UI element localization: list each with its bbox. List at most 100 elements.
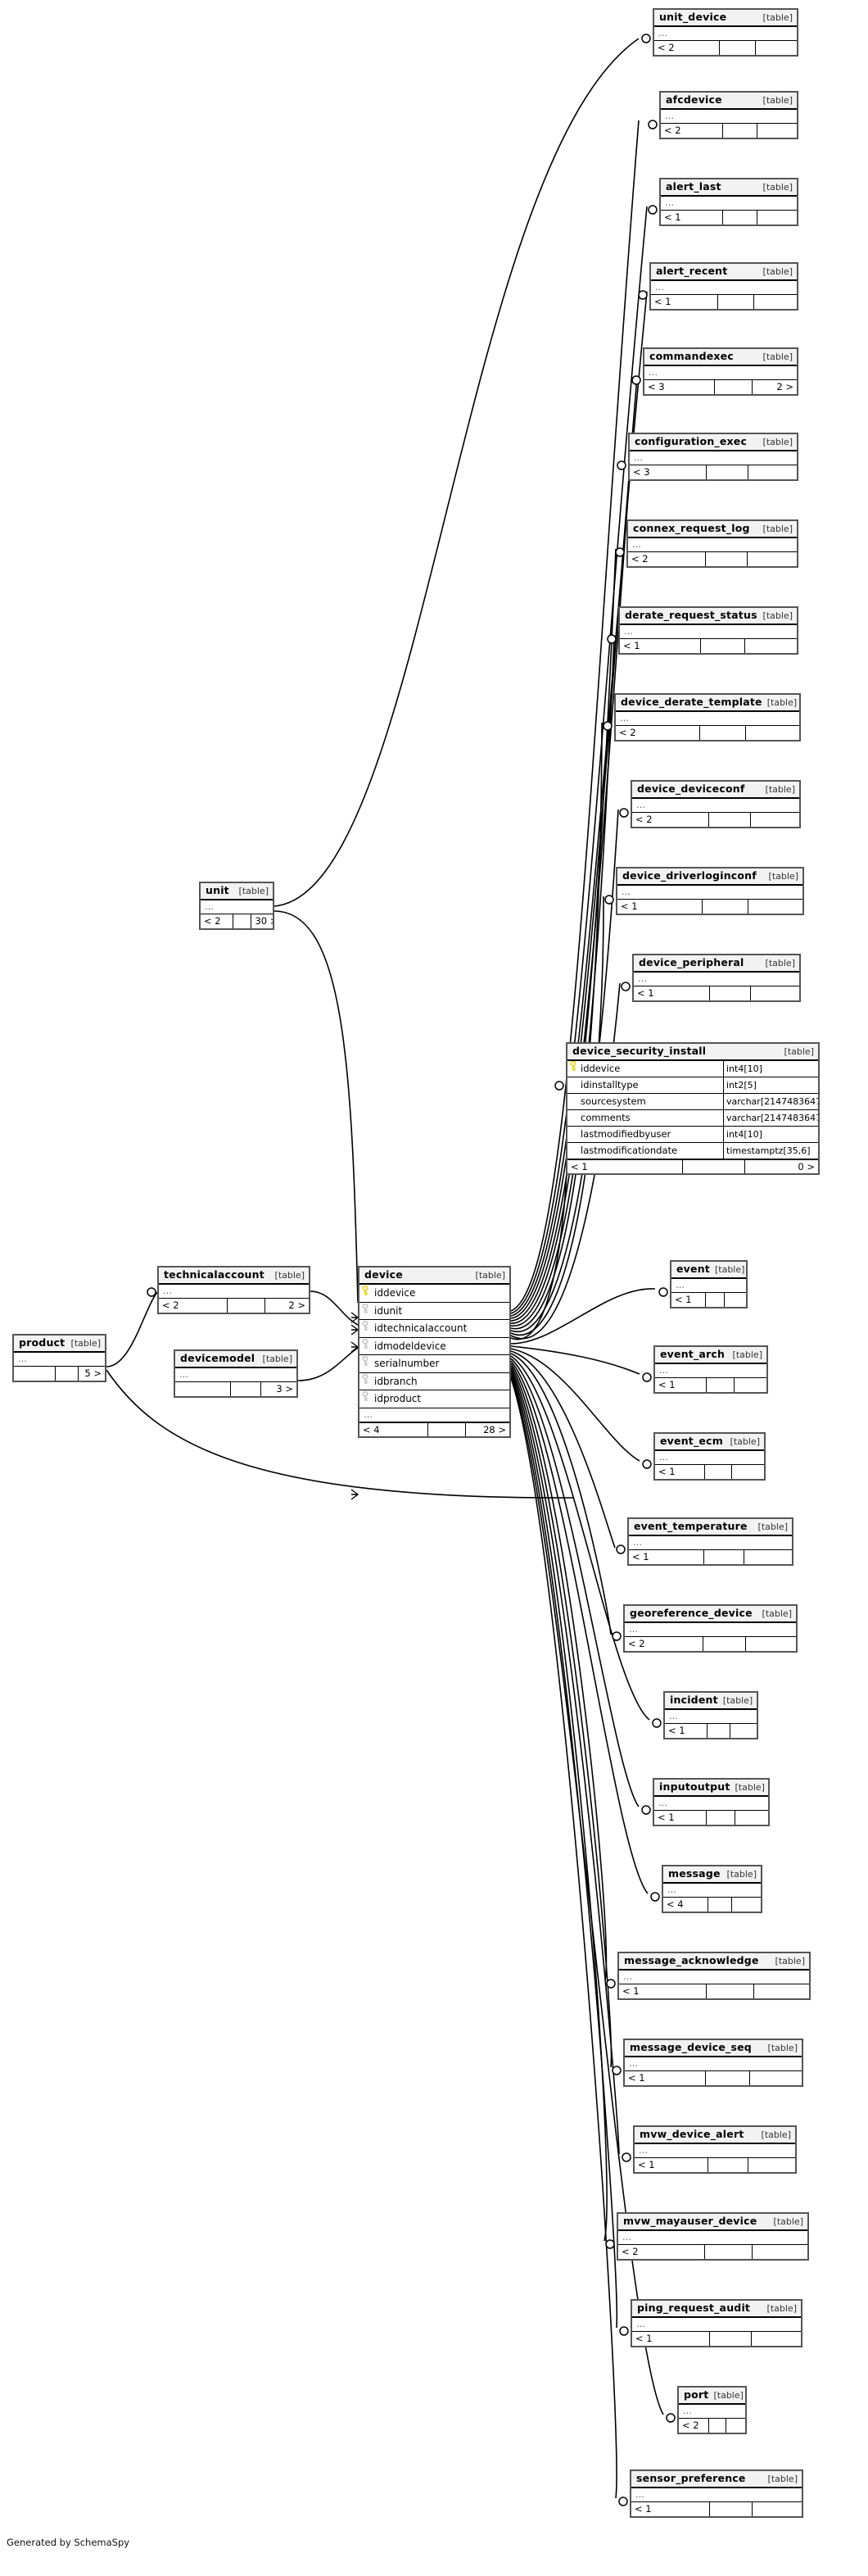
table-name: mvw_mayauser_device: [623, 2215, 757, 2227]
footer-children-count: [751, 986, 799, 1000]
foreign-key-icon: [362, 1320, 368, 1331]
table-header: device_driverloginconf[table]: [617, 868, 802, 886]
column-type: int4[10]: [723, 1127, 818, 1142]
table-type-tag: [table]: [238, 886, 269, 896]
footer-middle: [715, 380, 753, 394]
footer-parents-count: [14, 1367, 57, 1381]
table-node-port[interactable]: port[table]…< 2: [677, 2386, 747, 2434]
foreign-key-icon: [362, 1338, 368, 1349]
table-header: afcdevice[table]: [661, 93, 797, 110]
table-node-mvw_mayauser_device[interactable]: mvw_mayauser_device[table]…< 2: [617, 2212, 809, 2261]
table-node-devicemodel[interactable]: devicemodel[table]…3 >: [174, 1349, 298, 1398]
table-node-event_arch[interactable]: event_arch[table]…< 1: [653, 1345, 768, 1394]
footer-middle: [710, 2332, 753, 2346]
footer-children-count: 28 >: [483, 1423, 506, 1435]
table-node-product[interactable]: product[table]…5 >: [12, 1334, 106, 1382]
table-node-event[interactable]: event[table]…< 1: [670, 1260, 748, 1308]
column-key-cell: [359, 1338, 371, 1355]
table-node-connex_request_log[interactable]: connex_request_log[table]…< 2: [626, 519, 798, 568]
table-header: alert_recent[table]: [651, 264, 797, 281]
table-type-tag: [table]: [762, 182, 793, 193]
table-name: mvw_device_alert: [640, 2128, 744, 2140]
table-node-message_device_seq[interactable]: message_device_seq[table]…< 1: [623, 2039, 803, 2087]
table-node-alert_recent[interactable]: alert_recent[table]…< 1: [649, 262, 798, 311]
table-footer: < 2: [661, 124, 797, 138]
table-node-event_ecm[interactable]: event_ecm[table]…< 1: [653, 1432, 766, 1481]
footer-parents-count: < 1: [651, 295, 718, 309]
columns-collapsed-ellipsis: …: [654, 1797, 768, 1811]
table-node-georeference_device[interactable]: georeference_device[table]…< 2: [623, 1604, 798, 1653]
table-name: event_ecm: [660, 1435, 723, 1447]
table-node-mvw_device_alert[interactable]: mvw_device_alert[table]…< 1: [633, 2125, 797, 2174]
footer-middle: [56, 1367, 79, 1381]
table-name: event_arch: [660, 1348, 726, 1360]
table-footer: < 230 >: [201, 914, 273, 928]
column-row: idbranch: [359, 1373, 509, 1390]
table-footer: < 3: [630, 465, 797, 479]
footer-middle: [707, 1378, 735, 1392]
table-header: inputoutput[table]: [654, 1780, 768, 1797]
footer-parents-count: < 1: [631, 2502, 710, 2516]
columns-collapsed-ellipsis: …: [620, 625, 797, 639]
column-name: idmodeldevice: [374, 1340, 446, 1352]
footer-parents-count: < 1: [655, 1378, 707, 1392]
table-node-unit_device[interactable]: unit_device[table]…< 2: [653, 8, 798, 57]
footer-children-count: [735, 1811, 768, 1825]
table-node-derate_request_status[interactable]: derate_request_status[table]…< 1: [618, 606, 798, 655]
table-type-tag: [table]: [761, 2129, 791, 2140]
table-node-afcdevice[interactable]: afcdevice[table]…< 2: [659, 91, 798, 139]
table-header: port[table]: [679, 2388, 745, 2405]
table-node-configuration_exec[interactable]: configuration_exec[table]…< 3: [628, 433, 798, 481]
table-type-tag: [table]: [762, 524, 793, 534]
table-node-device_driverloginconf[interactable]: device_driverloginconf[table]…< 1: [616, 867, 804, 915]
table-node-ping_request_audit[interactable]: ping_request_audit[table]…< 1: [631, 2299, 802, 2347]
table-node-event_temperature[interactable]: event_temperature[table]…< 1: [627, 1517, 793, 1566]
column-type: int4[10]: [723, 1061, 818, 1077]
table-footer: < 1: [634, 986, 799, 1000]
columns-collapsed-ellipsis: …: [655, 1364, 766, 1378]
column-name: idinstalltype: [581, 1079, 639, 1091]
table-node-device_peripheral[interactable]: device_peripheral[table]…< 1: [632, 954, 801, 1002]
table-node-message[interactable]: message[table]…< 4: [662, 1865, 762, 1913]
footer-middle: [707, 465, 748, 479]
more-columns-ellipsis: …: [359, 1408, 509, 1422]
column-key-cell: [567, 1077, 579, 1093]
table-node-message_acknowledge[interactable]: message_acknowledge[table]…< 1: [617, 1952, 811, 2000]
column-name: serialnumber: [374, 1358, 440, 1369]
table-header: technicalaccount[table]: [159, 1268, 309, 1285]
footer-parents-count: < 1: [617, 900, 703, 914]
footer-parents-count: < 3: [630, 465, 707, 479]
column-name: lastmodifiedbyuser: [581, 1128, 671, 1140]
columns-collapsed-ellipsis: …: [661, 197, 797, 211]
table-node-unit[interactable]: unit[table]…< 230 >: [199, 882, 274, 930]
table-node-sensor_preference[interactable]: sensor_preference[table]…< 1: [630, 2469, 803, 2518]
table-node-inputoutput[interactable]: inputoutput[table]…< 1: [653, 1778, 770, 1826]
table-name: alert_recent: [656, 265, 728, 277]
table-type-tag: [table]: [768, 871, 798, 882]
table-footer: < 2: [654, 41, 797, 55]
footer-children-count: [748, 552, 797, 566]
table-name: derate_request_status: [625, 609, 757, 621]
footer-middle: [705, 2245, 753, 2259]
table-node-alert_last[interactable]: alert_last[table]…< 1: [659, 178, 798, 226]
column-key-cell: [359, 1373, 371, 1390]
table-node-device_deviceconf[interactable]: device_deviceconf[table]…< 2: [631, 780, 801, 828]
footer-children-count: [730, 1724, 757, 1738]
footer-middle: [703, 1637, 747, 1651]
footer-parents-count: < 2: [679, 2419, 710, 2433]
table-type-tag: [table]: [766, 2303, 797, 2314]
table-name: connex_request_log: [633, 522, 750, 534]
table-node-device_derate_template[interactable]: device_derate_template[table]…< 2: [614, 693, 801, 742]
footer-children-count: [748, 2158, 795, 2172]
columns-collapsed-ellipsis: …: [619, 1971, 809, 1984]
footer-parents-count: < 1: [632, 2332, 710, 2346]
table-header: product[table]: [14, 1336, 105, 1353]
columns-collapsed-ellipsis: …: [671, 1279, 746, 1293]
table-footer: < 4: [663, 1898, 761, 1912]
table-node-incident[interactable]: incident[table]…< 1: [663, 1691, 758, 1739]
